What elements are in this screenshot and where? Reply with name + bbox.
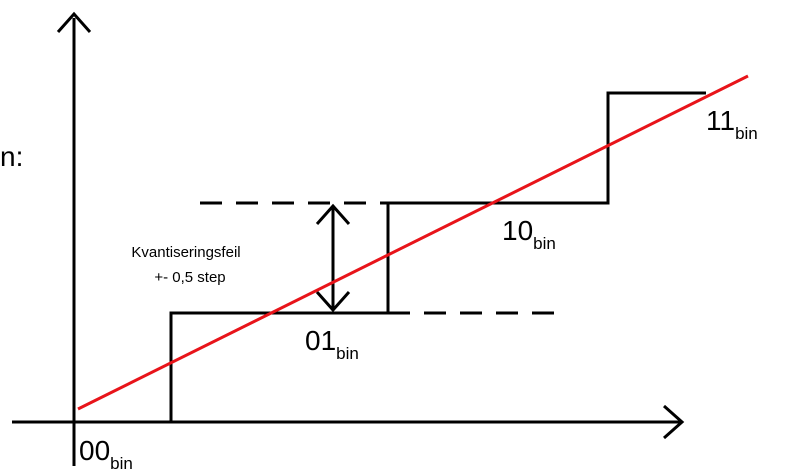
code-11-sub: bin (735, 124, 758, 143)
code-01-main: 01 (305, 325, 336, 356)
clipped-left-text: n: (0, 141, 23, 172)
y-axis-arrowhead (56, 11, 92, 33)
code-label-01: 01bin (305, 325, 359, 363)
code-01-sub: bin (336, 344, 359, 363)
code-label-10: 10bin (502, 215, 556, 253)
code-10-sub: bin (533, 234, 556, 253)
code-00-sub: bin (110, 454, 133, 473)
code-label-11: 11bin (706, 105, 758, 143)
code-11-main: 11 (706, 105, 735, 136)
code-10-main: 10 (502, 215, 533, 246)
analog-input-line (77, 74, 749, 411)
annotation-line-2: +- 0,5 step (154, 269, 225, 286)
x-axis-arrowhead (663, 404, 685, 440)
annotation-line-1: Kvantiseringsfeil (131, 244, 240, 261)
code-label-00: 00bin (79, 435, 133, 473)
error-arrow-top-head (315, 203, 351, 225)
quantizer-staircase (74, 91, 706, 424)
code-00-main: 00 (79, 435, 110, 466)
error-arrow-bottom-head (315, 291, 351, 313)
